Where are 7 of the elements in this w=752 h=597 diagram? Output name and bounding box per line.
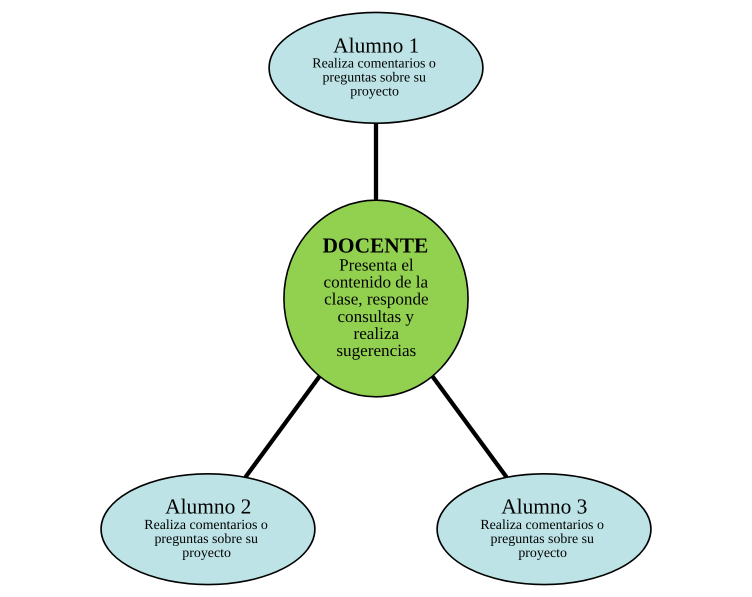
connector: [430, 375, 508, 479]
node-ellipse: Alumno 1 Realiza comentarios o preguntas sobre su proyecto: [268, 12, 484, 124]
node-ellipse: Alumno 2 Realiza comentarios o preguntas sobre su proyecto: [100, 473, 316, 586]
node-circle: DOCENTE Presenta el contenido de la clase, responde consultas y realiza sugerencias: [283, 199, 469, 398]
connector: [244, 375, 322, 479]
node-ellipse: Alumno 3 Realiza comentarios o preguntas sobre su proyecto: [436, 473, 652, 586]
connector: [374, 123, 378, 200]
